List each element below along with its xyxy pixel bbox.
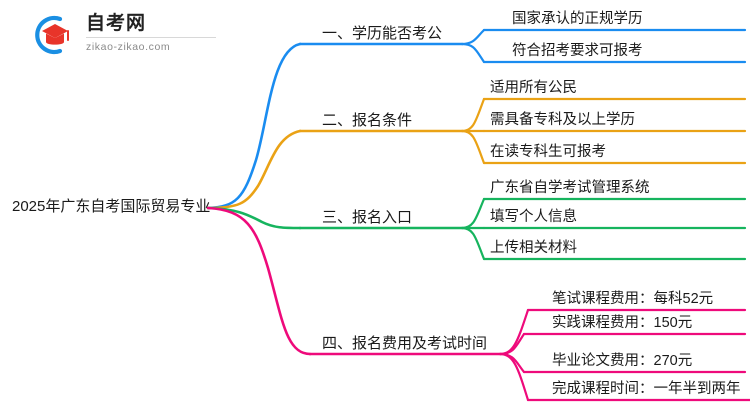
site-logo: 自考网 zikao-zikao.com xyxy=(30,12,220,58)
branch-connector-1 xyxy=(206,28,747,210)
leaf-node-3-3[interactable]: 上传相关材料 xyxy=(490,240,577,256)
leaf-node-2-2[interactable]: 需具备专科及以上学历 xyxy=(490,112,635,128)
branch-node-4[interactable]: 四、报名费用及考试时间 xyxy=(322,335,488,352)
leaf-node-3-2[interactable]: 填写个人信息 xyxy=(490,209,577,225)
leaf-node-1-1[interactable]: 国家承认的正规学历 xyxy=(512,11,643,27)
branch-connector-2 xyxy=(206,97,747,210)
logo-mark-icon xyxy=(35,15,69,55)
leaf-node-4-1[interactable]: 笔试课程费用：每科52元 xyxy=(552,291,714,307)
branch-node-1[interactable]: 一、学历能否考公 xyxy=(322,25,443,42)
leaf-node-3-1[interactable]: 广东省自学考试管理系统 xyxy=(490,180,650,196)
logo-subtitle: zikao-zikao.com xyxy=(86,37,216,54)
leaf-node-4-3[interactable]: 毕业论文费用：270元 xyxy=(552,353,693,369)
branch-node-2[interactable]: 二、报名条件 xyxy=(322,112,413,129)
leaf-node-2-3[interactable]: 在读专科生可报考 xyxy=(490,144,606,160)
leaf-node-2-1[interactable]: 适用所有公民 xyxy=(490,80,577,96)
branch-connector-3 xyxy=(206,197,747,261)
branch-node-3[interactable]: 三、报名入口 xyxy=(322,209,413,226)
leaf-node-4-4[interactable]: 完成课程时间：一年半到两年 xyxy=(552,381,741,397)
leaf-node-4-2[interactable]: 实践课程费用：150元 xyxy=(552,315,693,331)
logo-title: 自考网 xyxy=(86,13,147,34)
mindmap-root-node[interactable]: 2025年广东自考国际贸易专业 xyxy=(12,198,211,215)
leaf-node-1-2[interactable]: 符合招考要求可报考 xyxy=(512,43,643,59)
logo-text: 自考网 zikao-zikao.com xyxy=(86,12,216,58)
